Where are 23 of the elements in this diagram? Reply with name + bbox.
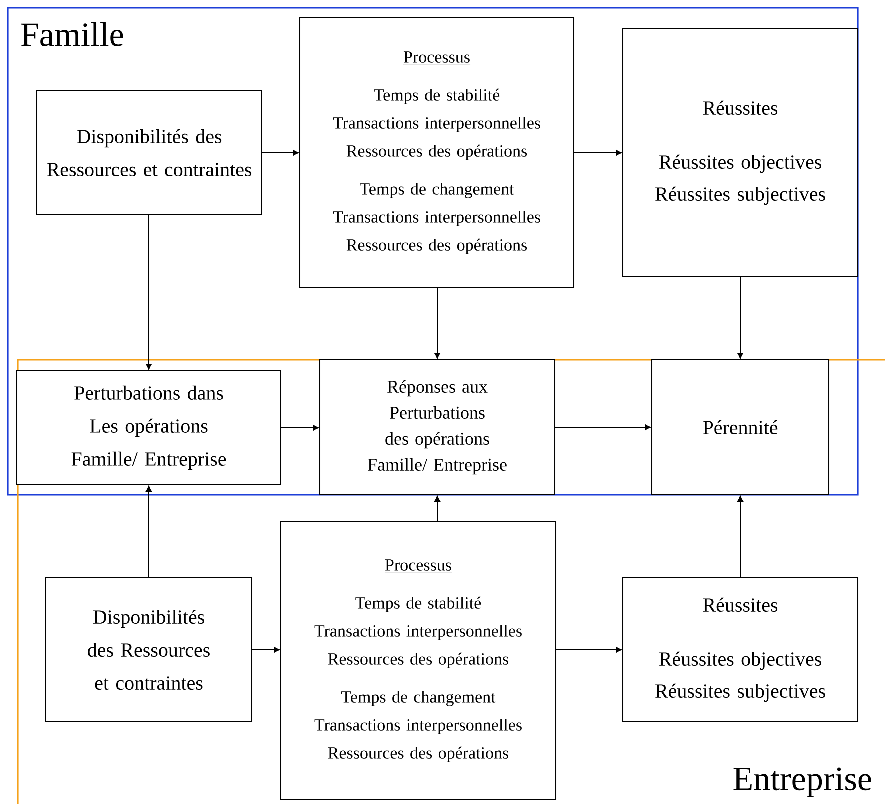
arrow bbox=[252, 647, 280, 653]
box: Perturbations dans Les opérations Famille/ Entreprise bbox=[16, 370, 282, 486]
arrow bbox=[146, 486, 152, 578]
box: Réussites Réussites objectives Réussites subjectives bbox=[622, 578, 858, 722]
frame-title: Famille bbox=[21, 22, 124, 46]
arrow bbox=[280, 425, 319, 431]
box: Pérennité bbox=[652, 360, 830, 496]
arrow bbox=[434, 496, 440, 522]
arrow bbox=[556, 647, 622, 653]
arrow bbox=[554, 424, 651, 430]
arrow bbox=[738, 276, 744, 359]
box: Réponses aux Perturbations des opérations Famille/ Entreprise bbox=[320, 360, 556, 496]
box: Disponibilités des Ressources et contraintes bbox=[36, 90, 262, 216]
arrow bbox=[434, 288, 440, 359]
arrow bbox=[574, 150, 622, 156]
arrow bbox=[262, 150, 299, 156]
box: Processus Temps de stabilité Transactions interpersonnelles Ressources des opérations Temps de changement Transactions interpersonnelles Ressources des opérations bbox=[280, 522, 556, 800]
box: Disponibilités des Ressources et contraintes bbox=[46, 578, 252, 722]
arrow bbox=[738, 496, 744, 578]
arrow bbox=[146, 214, 152, 370]
frame-title: Entreprise bbox=[734, 768, 872, 798]
box: Processus Temps de stabilité Transactions interpersonnelles Ressources des opérations Temps de changement Transactions interpersonnelles Ressources des opérations bbox=[300, 18, 574, 288]
box: Réussites Réussites objectives Réussites subjectives bbox=[622, 28, 858, 278]
